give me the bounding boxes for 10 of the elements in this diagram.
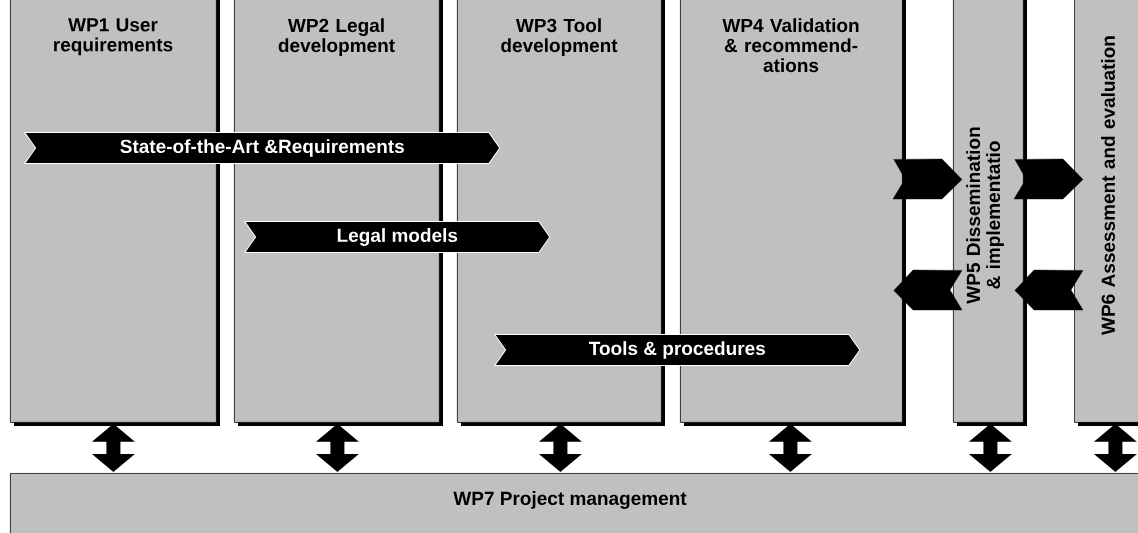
chevron-arrow	[1013, 158, 1084, 200]
chevron-banner: Tools & procedures	[494, 334, 861, 366]
work-package-column: WP5 Dissemination & implementatio	[953, 0, 1027, 426]
management-bar: WP7 Project management	[10, 473, 1138, 533]
work-package-column: WP6 Assessment and evaluation	[1074, 0, 1138, 426]
chevron-banner: Legal models	[244, 221, 551, 253]
chevron-arrow	[892, 158, 963, 200]
chevron-arrow	[893, 269, 963, 311]
chevron-banner: State-of-the-Art &Requirements	[24, 132, 501, 164]
chevron-arrow	[1014, 269, 1084, 311]
